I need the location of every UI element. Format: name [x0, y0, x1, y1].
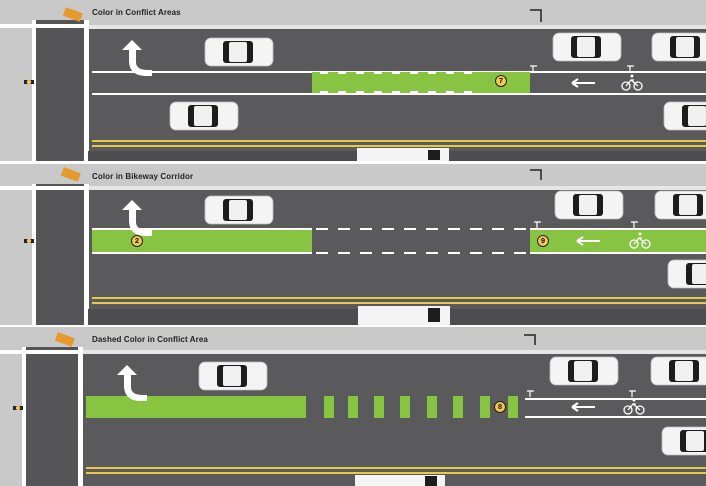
panel-title: Dashed Color in Conflict Area [92, 335, 208, 344]
street-plan-diagram [0, 0, 706, 161]
cyclist-icon [13, 405, 23, 411]
panel-color-bikeway-corridor: Color in Bikeway Corridor 2 9 [0, 164, 706, 325]
lane-arrow-icon [571, 402, 595, 412]
callout-marker: 7 [495, 75, 507, 87]
panel-color-conflict-areas: Color in Conflict Areas 7 [0, 0, 706, 161]
panel-dashed-color-conflict-area: Dashed Color in Conflict Area 8 [0, 327, 706, 486]
callout-marker-end: 9 [537, 235, 549, 247]
street-plan-diagram [0, 327, 706, 486]
green-bike-lane [92, 230, 312, 252]
cyclist-icon [24, 79, 34, 85]
panel-title: Color in Bikeway Corridor [92, 172, 194, 181]
lane-arrow-icon [576, 236, 600, 246]
green-conflict-zone [312, 72, 530, 93]
street-plan-diagram [0, 164, 706, 325]
panel-title: Color in Conflict Areas [92, 8, 181, 17]
green-bike-lane [86, 396, 306, 418]
lane-arrow-icon [571, 78, 595, 88]
callout-marker-start: 2 [131, 235, 143, 247]
callout-marker: 8 [494, 401, 506, 413]
cyclist-icon [24, 238, 34, 244]
